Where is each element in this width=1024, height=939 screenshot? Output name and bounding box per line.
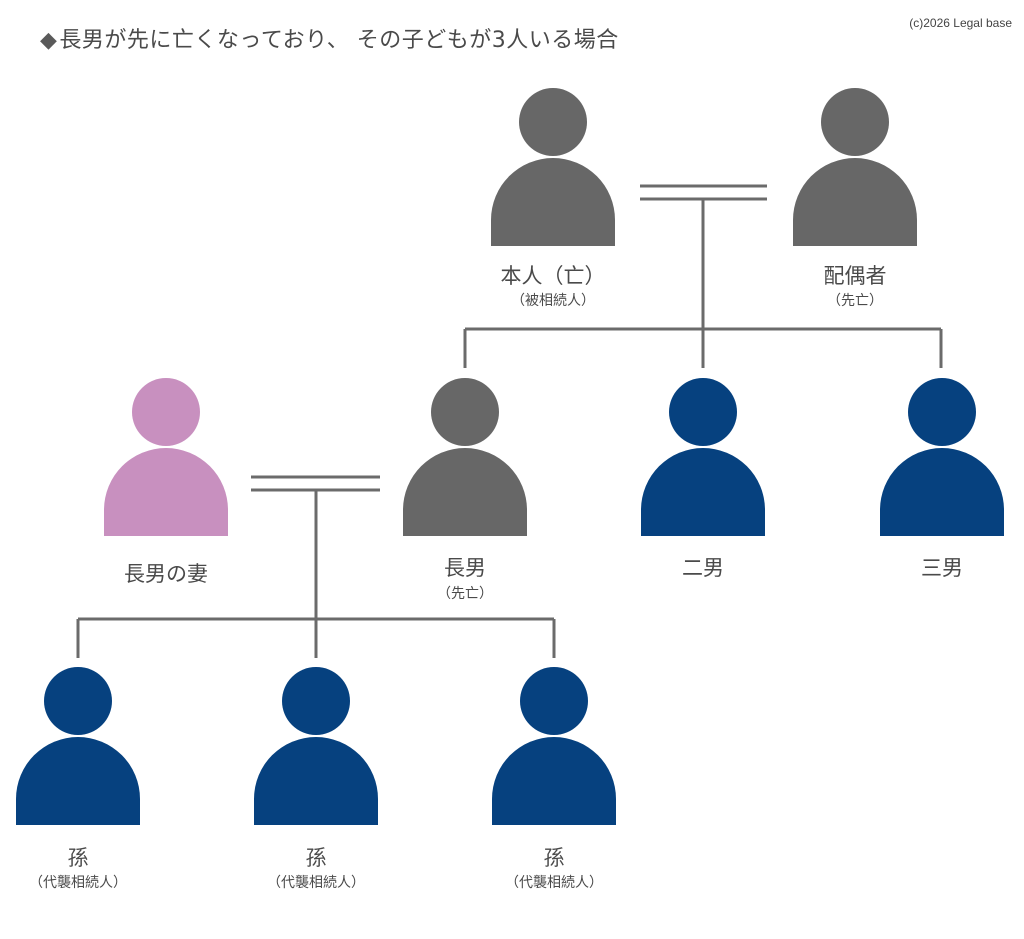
second-son-label: 二男 xyxy=(682,556,724,580)
person-grandchild-1 xyxy=(16,667,140,827)
spouse-sub: （先亡） xyxy=(827,293,883,309)
principal-sub: （被相続人） xyxy=(511,293,595,309)
page-title: ◆長男が先に亡くなっており、 その子どもが3人いる場合 xyxy=(40,22,619,54)
person-third-son xyxy=(880,378,1004,538)
person-icon xyxy=(254,667,378,825)
grandchild-1-sub: （代襲相続人） xyxy=(29,875,127,891)
person-eldest-son-wife xyxy=(104,378,228,538)
spouse-label: 配偶者 xyxy=(823,264,887,288)
person-eldest-son xyxy=(403,378,527,538)
person-icon xyxy=(491,88,615,246)
grandchild-3-label: 孫 xyxy=(543,846,565,870)
person-icon xyxy=(641,378,765,536)
eldest-son-wife-label: 長男の妻 xyxy=(124,562,208,586)
person-icon xyxy=(104,378,228,536)
person-icon xyxy=(16,667,140,825)
eldest-son-sub: （先亡） xyxy=(437,586,493,602)
person-grandchild-2 xyxy=(254,667,378,827)
diamond-icon: ◆ xyxy=(40,28,58,53)
copyright: (c)2026 Legal base xyxy=(909,16,1012,30)
title-text: 長男が先に亡くなっており、 その子どもが3人いる場合 xyxy=(59,28,619,53)
third-son-label: 三男 xyxy=(921,556,963,580)
principal-label: 本人（亡） xyxy=(500,264,606,288)
person-icon xyxy=(793,88,917,246)
eldest-son-label: 長男 xyxy=(444,556,486,580)
person-grandchild-3 xyxy=(492,667,616,827)
grandchild-1-label: 孫 xyxy=(67,846,89,870)
grandchild-2-sub: （代襲相続人） xyxy=(267,875,365,891)
grandchild-3-sub: （代襲相続人） xyxy=(505,875,603,891)
person-icon xyxy=(880,378,1004,536)
person-spouse xyxy=(793,88,917,248)
person-icon xyxy=(403,378,527,536)
person-principal xyxy=(491,88,615,248)
person-second-son xyxy=(641,378,765,538)
person-icon xyxy=(492,667,616,825)
grandchild-2-label: 孫 xyxy=(305,846,327,870)
